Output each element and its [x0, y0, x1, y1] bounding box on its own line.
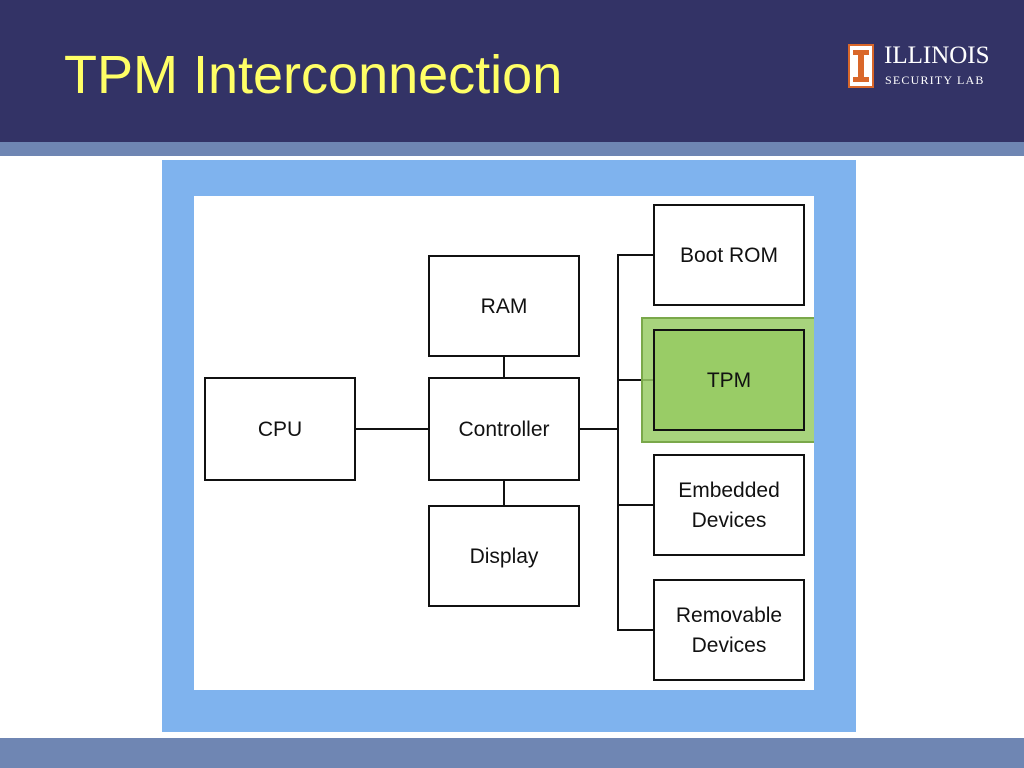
node-controller-label: Controller — [458, 418, 549, 441]
node-boot-rom: Boot ROM — [653, 204, 805, 306]
node-display: Display — [428, 505, 580, 607]
illinois-block-i-icon — [848, 44, 874, 88]
header-stripe — [0, 142, 1024, 156]
edge-controller-to-removable-devices — [579, 428, 654, 631]
node-embedded-devices-label: Devices — [692, 509, 767, 532]
node-removable-devices-label: Devices — [692, 634, 767, 657]
illinois-security-lab-logo: ILLINOIS SECURITY LAB — [848, 42, 1010, 92]
node-cpu-label: CPU — [258, 418, 302, 441]
logo-subtitle: SECURITY LAB — [885, 73, 985, 87]
node-display-label: Display — [470, 545, 539, 568]
slide-footer — [0, 738, 1024, 768]
node-embedded-devices-label: Embedded — [678, 479, 780, 502]
node-ram: RAM — [428, 255, 580, 357]
node-removable-devices-label: Removable — [676, 604, 782, 627]
node-tpm-label: TPM — [707, 369, 751, 392]
node-cpu: CPU — [204, 377, 356, 481]
node-controller: Controller — [428, 377, 580, 481]
node-boot-rom-label: Boot ROM — [680, 244, 778, 267]
logo-name: ILLINOIS — [884, 42, 990, 69]
slide-title: TPM Interconnection — [64, 45, 563, 105]
node-ram-label: RAM — [481, 295, 528, 318]
node-tpm: TPM — [641, 317, 814, 443]
